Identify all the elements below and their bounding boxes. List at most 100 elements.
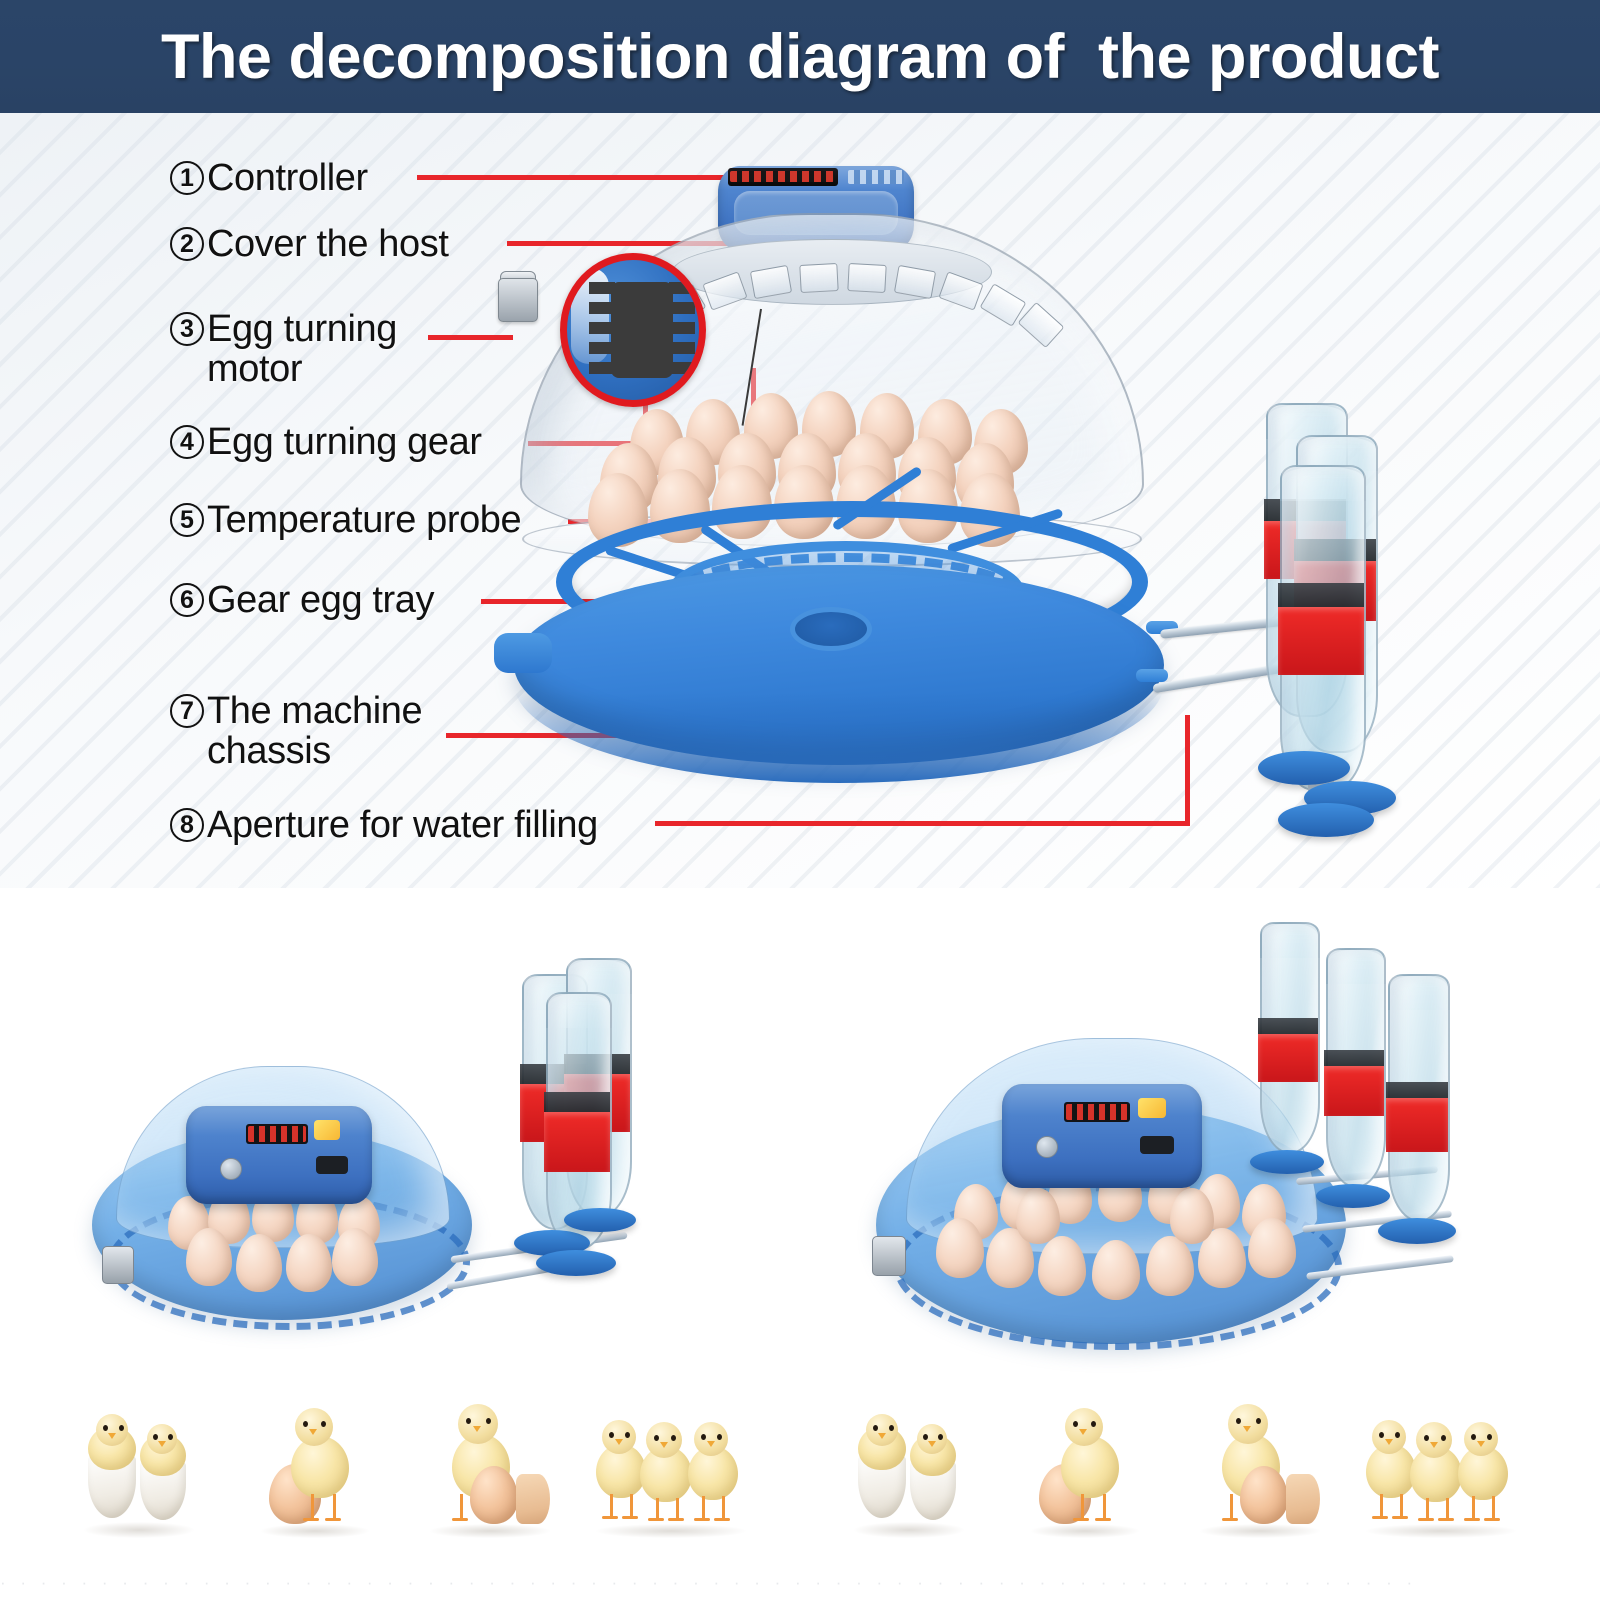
bottle-base bbox=[564, 1208, 636, 1232]
chick-thumbnail-1 bbox=[828, 1378, 988, 1578]
egg bbox=[1038, 1236, 1086, 1296]
callout-label-8: 8 Aperture for water filling bbox=[170, 805, 598, 845]
controller-display bbox=[728, 168, 838, 186]
callout-text-2: Cover the host bbox=[207, 223, 449, 265]
callout-text-1: Controller bbox=[207, 157, 368, 199]
callout-number-3: 3 bbox=[170, 312, 204, 346]
chick-head bbox=[1228, 1404, 1268, 1444]
aperture-for-water-filling bbox=[790, 607, 872, 651]
cracked-eggshell bbox=[1286, 1474, 1320, 1524]
chick-thumbnail-3 bbox=[408, 1378, 568, 1578]
callout-number-6: 6 bbox=[170, 583, 204, 617]
power-port-icon bbox=[1140, 1136, 1174, 1154]
bottle-water-line bbox=[1386, 1082, 1448, 1098]
bottle-base bbox=[536, 1250, 616, 1276]
chick-thumbnail-2 bbox=[1003, 1378, 1163, 1578]
tube-nipple bbox=[1136, 669, 1168, 682]
page-title: The decomposition diagram of the product bbox=[160, 21, 1440, 92]
bottle-base bbox=[1278, 803, 1374, 837]
water-supply-bottles bbox=[1258, 403, 1442, 837]
chick-head bbox=[1416, 1422, 1452, 1458]
bottom-cutoff-text: · · · · · · · · · · · · · · · · · · · · … bbox=[0, 1582, 1418, 1592]
callout-label-7: 7 The machine chassis bbox=[170, 691, 423, 772]
egg-turning-motor bbox=[872, 1236, 906, 1276]
callout-text-8: Aperture for water filling bbox=[207, 804, 598, 846]
egg-turning-motor bbox=[498, 278, 538, 322]
egg bbox=[1092, 1240, 1140, 1300]
gear-icon bbox=[589, 282, 695, 378]
chick-head bbox=[602, 1420, 636, 1454]
control-knob[interactable] bbox=[220, 1158, 242, 1180]
chick-body bbox=[1061, 1436, 1119, 1498]
gear-closeup-magnifier-icon bbox=[560, 253, 706, 407]
egg bbox=[1248, 1218, 1296, 1278]
bottle-red-label bbox=[1258, 1034, 1318, 1082]
controller-display bbox=[246, 1124, 308, 1144]
bottle-red-label bbox=[544, 1112, 610, 1172]
callout-number-2: 2 bbox=[170, 227, 204, 261]
chick-thumbnail-4 bbox=[578, 1378, 758, 1578]
egg bbox=[286, 1234, 332, 1292]
egg bbox=[1016, 1188, 1060, 1244]
egg bbox=[1146, 1236, 1194, 1296]
chick-head bbox=[917, 1424, 947, 1454]
callout-label-3: 3 Egg turning motor bbox=[170, 309, 397, 390]
chick-head bbox=[1372, 1420, 1406, 1454]
controller-buttons bbox=[848, 170, 904, 184]
egg bbox=[186, 1228, 232, 1286]
chassis-side-tab bbox=[494, 633, 552, 673]
callout-text-5: Temperature probe bbox=[207, 499, 522, 541]
water-bottle bbox=[1278, 465, 1366, 803]
callout-number-4: 4 bbox=[170, 425, 204, 459]
control-knob[interactable] bbox=[1036, 1136, 1058, 1158]
bottle-base bbox=[1250, 1150, 1324, 1174]
chick-body bbox=[291, 1436, 349, 1498]
bottle-red-label bbox=[1386, 1098, 1448, 1152]
leader-line-2 bbox=[507, 241, 797, 246]
callout-number-1: 1 bbox=[170, 161, 204, 195]
leader-line-8 bbox=[655, 821, 1190, 826]
chick-thumbnail-1 bbox=[58, 1378, 218, 1578]
egg bbox=[332, 1228, 378, 1286]
egg bbox=[936, 1218, 984, 1278]
chick-photo-strip-left bbox=[58, 1378, 758, 1578]
chick-head bbox=[458, 1404, 498, 1444]
decomposition-diagram-panel: 1 Controller 2 Cover the host 3 Egg turn… bbox=[0, 113, 1600, 888]
callout-text-4: Egg turning gear bbox=[207, 421, 482, 463]
product-photo-right bbox=[850, 888, 1530, 1378]
whole-egg bbox=[1240, 1466, 1288, 1524]
callout-number-5: 5 bbox=[170, 503, 204, 537]
callout-label-4: 4 Egg turning gear bbox=[170, 422, 482, 462]
bottom-cutoff-strip: · · · · · · · · · · · · · · · · · · · · … bbox=[0, 1582, 1600, 1600]
bottle-base bbox=[1258, 751, 1350, 785]
incubator-exploded-illustration bbox=[460, 113, 1322, 888]
chick-head bbox=[646, 1422, 682, 1458]
bottle-base bbox=[1378, 1218, 1456, 1244]
brand-badge-icon bbox=[1138, 1098, 1166, 1118]
bottle-water-line bbox=[1324, 1050, 1384, 1066]
leader-line-3 bbox=[428, 335, 513, 340]
page-header: The decomposition diagram of the product bbox=[0, 0, 1600, 113]
egg-turning-motor bbox=[102, 1246, 134, 1284]
power-port-icon bbox=[316, 1156, 348, 1174]
controller-module bbox=[186, 1106, 372, 1204]
water-bottle bbox=[1258, 922, 1320, 1154]
chick-thumbnail-2 bbox=[233, 1378, 393, 1578]
product-photos-row bbox=[0, 888, 1600, 1378]
callout-number-7: 7 bbox=[170, 694, 204, 728]
chick-head bbox=[147, 1424, 177, 1454]
water-bottle bbox=[1324, 948, 1386, 1188]
water-bottle bbox=[544, 992, 612, 1250]
callout-text-6: Gear egg tray bbox=[207, 579, 435, 621]
bottle-red-label bbox=[1278, 607, 1364, 675]
bottle-red-label bbox=[1324, 1066, 1384, 1116]
whole-egg bbox=[470, 1466, 518, 1524]
bottle-water-line bbox=[1278, 583, 1364, 607]
chick-thumbnail-3 bbox=[1178, 1378, 1338, 1578]
chick-head bbox=[694, 1422, 728, 1456]
callout-number-8: 8 bbox=[170, 808, 204, 842]
chick-head bbox=[1464, 1422, 1498, 1456]
controller-digits bbox=[730, 171, 834, 182]
bottle-water-line bbox=[1258, 1018, 1318, 1034]
egg bbox=[236, 1234, 282, 1292]
